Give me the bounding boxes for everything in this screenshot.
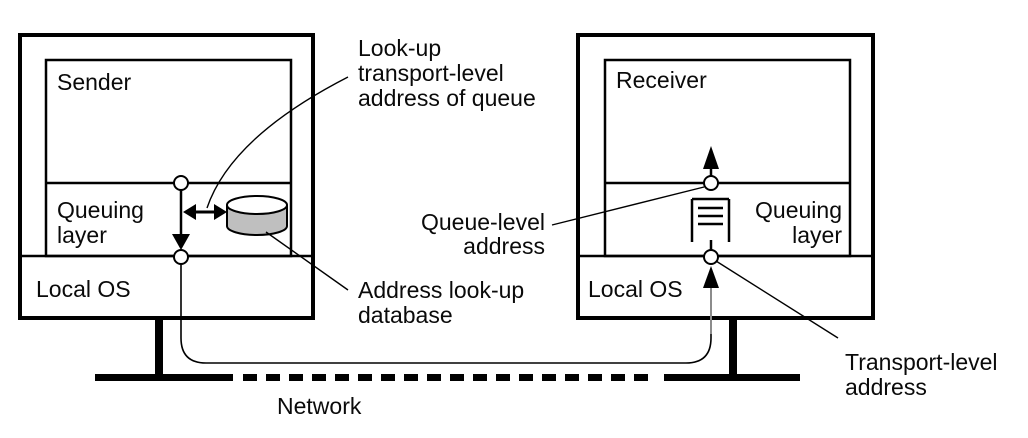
down-arrow-icon	[172, 234, 190, 250]
message-route-path	[180, 264, 712, 364]
receiver-transport-interface-point	[703, 249, 719, 265]
network: Network	[95, 374, 800, 419]
sender-local-os-label: Local OS	[36, 276, 131, 302]
network-bus-right-segment	[664, 374, 800, 381]
bidirectional-arrow-icon	[183, 204, 227, 220]
sender-queuing-layer-label-line2: layer	[57, 222, 107, 248]
annotation-transport-line1: Transport-level	[845, 349, 998, 375]
network-label: Network	[277, 393, 362, 419]
up-arrow-icon	[703, 146, 719, 169]
annotation-address-db-pointer	[265, 231, 349, 291]
up-arrow-icon	[703, 266, 719, 288]
receiver-internals	[690, 146, 731, 265]
annotation-transport: Transport-level address	[715, 260, 998, 400]
annotation-address-db-line1: Address look-up	[358, 277, 524, 303]
annotation-lookup-line2: transport-level	[358, 60, 504, 86]
annotation-lookup-line3: address of queue	[358, 85, 536, 111]
annotation-address-db: Address look-up database	[265, 231, 524, 328]
annotation-lookup: Look-up transport-level address of queue	[206, 35, 536, 209]
receiver-queuing-layer-label-line1: Queuing	[755, 197, 842, 223]
receiver-title: Receiver	[616, 67, 707, 93]
message-queue-icon	[690, 197, 731, 250]
receiver-queue-interface-point	[703, 175, 719, 191]
sender-queue-interface-point	[173, 175, 189, 191]
sender-transport-interface-point	[173, 249, 189, 265]
receiver-queuing-layer-label-line2: layer	[792, 222, 842, 248]
sender-machine: Sender Queuing layer Local OS	[18, 33, 315, 377]
sender-outer-box	[18, 33, 315, 320]
network-bus-left-segment	[95, 374, 233, 381]
sender-queuing-layer-label-line1: Queuing	[57, 197, 144, 223]
bidirectional-arrow-left-head	[183, 204, 196, 220]
annotation-lookup-line1: Look-up	[358, 35, 441, 61]
sender-internals	[172, 175, 288, 265]
bidirectional-arrow-right-head	[214, 204, 227, 220]
receiver-outer-box	[576, 33, 875, 320]
annotation-transport-pointer	[715, 260, 839, 339]
annotation-transport-line2: address	[845, 374, 927, 400]
database-cylinder-top	[226, 195, 288, 215]
annotation-lookup-pointer	[206, 76, 349, 209]
annotation-queue-level: Queue-level address	[421, 186, 705, 259]
sender-network-stand	[155, 316, 163, 377]
receiver-network-stand	[729, 316, 737, 377]
message-route	[180, 264, 719, 364]
annotation-address-db-line2: database	[358, 302, 453, 328]
receiver-local-os-label: Local OS	[588, 276, 683, 302]
sender-title: Sender	[57, 69, 132, 95]
receiver-machine: Receiver Queuing layer Local OS	[576, 33, 875, 377]
annotation-queue-level-pointer	[551, 186, 705, 226]
database-cylinder-icon	[226, 195, 288, 236]
annotation-queue-level-line2: address	[463, 233, 545, 259]
annotation-queue-level-line1: Queue-level	[421, 209, 545, 235]
